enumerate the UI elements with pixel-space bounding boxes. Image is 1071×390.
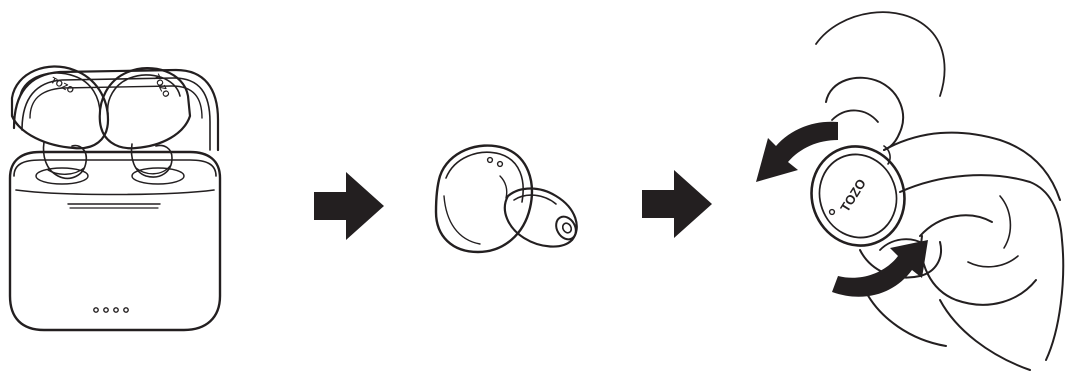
arrow-right-icon bbox=[314, 172, 384, 240]
step-3-hand-inserting-earbud: TOZO bbox=[756, 12, 1063, 370]
step-1-charging-case: TOZO TOZO bbox=[10, 66, 220, 330]
step-2-single-earbud bbox=[436, 146, 580, 252]
curved-arrow-ccw-icon bbox=[756, 122, 838, 182]
curved-arrow-cw-icon bbox=[832, 240, 928, 297]
case-left-bud-logo: TOZO bbox=[49, 75, 76, 95]
hand-bud-logo: TOZO bbox=[837, 176, 869, 214]
arrow-right-icon bbox=[642, 170, 712, 238]
case-indicator-lights bbox=[94, 308, 128, 312]
